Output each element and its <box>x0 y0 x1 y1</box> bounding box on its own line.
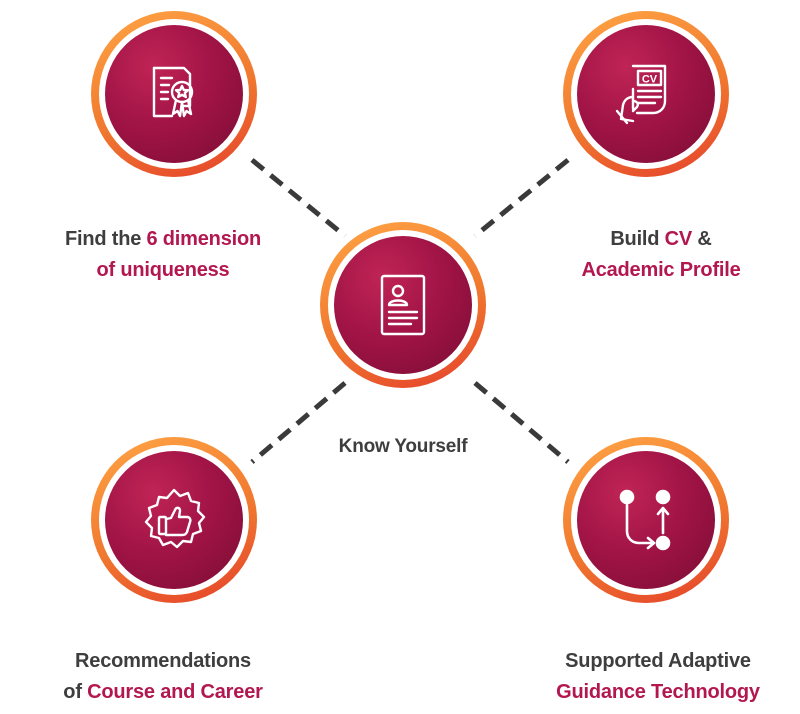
connector-top-left <box>250 158 347 238</box>
label-top-left-line1: Find the 6 dimension <box>64 228 262 250</box>
flow-nodes-icon <box>619 489 671 551</box>
label-bottom-right-line1: Supported Adaptive <box>565 650 751 672</box>
label-bottom-left-line2: of Course and Career <box>63 681 263 703</box>
node-bottom-left <box>91 437 257 603</box>
label-bottom-left-line1: Recommendations <box>75 650 251 672</box>
label-top-left-line2: of uniqueness <box>96 259 230 281</box>
label-bottom-right-line2: Guidance Technology <box>556 681 760 703</box>
thumbs-up-badge-icon <box>144 488 206 549</box>
connector-top-right <box>473 158 570 238</box>
center-label: Know Yourself <box>338 436 468 457</box>
certificate-award-icon <box>152 66 194 118</box>
svg-text:CV: CV <box>642 74 658 86</box>
node-top-right: CV <box>563 11 729 177</box>
node-center <box>320 222 486 388</box>
connector-bottom-right <box>473 381 570 464</box>
label-bottom-right: Supported Adaptive Guidance Technology <box>520 646 796 708</box>
label-bottom-left: Recommendations of Course and Career <box>22 646 304 708</box>
cv-document-hand-icon: CV <box>615 64 667 125</box>
label-top-left: Find the 6 dimension of uniqueness <box>34 224 292 286</box>
label-top-right-line2: Academic Profile <box>581 259 741 281</box>
connector-bottom-left <box>250 381 347 464</box>
label-top-right: Build CV & Academic Profile <box>538 224 784 286</box>
node-bottom-right <box>563 437 729 603</box>
resume-profile-icon <box>380 274 426 336</box>
label-top-right-line1: Build CV & <box>610 228 712 250</box>
node-top-left <box>91 11 257 177</box>
